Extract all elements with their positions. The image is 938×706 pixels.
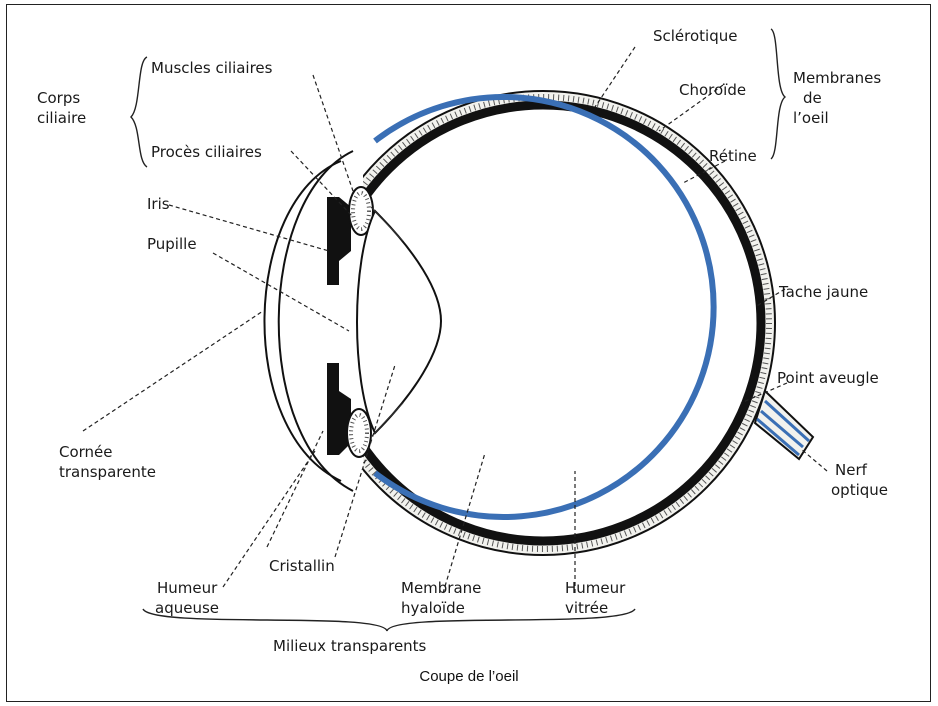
optic-nerve: [755, 391, 813, 459]
label-choroide: Choroïde: [679, 81, 746, 99]
label-muscles-ciliaires: Muscles ciliaires: [151, 59, 273, 77]
label-retine: Rétine: [709, 147, 757, 165]
label-nerf-optique: optique: [831, 481, 888, 499]
label-corps-ciliaire: Corps: [37, 89, 80, 107]
label-corps-ciliaire: ciliaire: [37, 109, 86, 127]
label-humeur-vitree: vitrée: [565, 599, 608, 617]
label-membrane-hyaloide: hyaloïde: [401, 599, 465, 617]
label-membrane-hyaloide: Membrane: [401, 579, 481, 597]
label-proces-ciliaires: Procès ciliaires: [151, 143, 262, 161]
label-point-aveugle: Point aveugle: [777, 369, 879, 387]
label-sclerotique: Sclérotique: [653, 27, 738, 45]
label-tache-jaune: Tache jaune: [778, 283, 868, 301]
figure-frame: Corps ciliaire Muscles ciliaires Procès …: [6, 4, 931, 702]
label-humeur-vitree: Humeur: [565, 579, 626, 597]
label-nerf-optique: Nerf: [835, 461, 868, 479]
label-cornee: transparente: [59, 463, 156, 481]
label-humeur-aqueuse: aqueuse: [155, 599, 219, 617]
label-humeur-aqueuse: Humeur: [157, 579, 218, 597]
label-cornee: Cornée: [59, 443, 113, 461]
label-pupille: Pupille: [147, 235, 197, 253]
figure-caption: Coupe de l’oeil: [0, 668, 938, 685]
label-cristallin: Cristallin: [269, 557, 335, 575]
label-membranes: de: [803, 89, 822, 107]
label-iris: Iris: [147, 195, 170, 213]
label-membranes: l’oeil: [793, 109, 829, 127]
eye-cross-section-diagram: Corps ciliaire Muscles ciliaires Procès …: [23, 11, 927, 667]
label-milieux-transparents: Milieux transparents: [273, 637, 427, 655]
label-membranes: Membranes: [793, 69, 881, 87]
